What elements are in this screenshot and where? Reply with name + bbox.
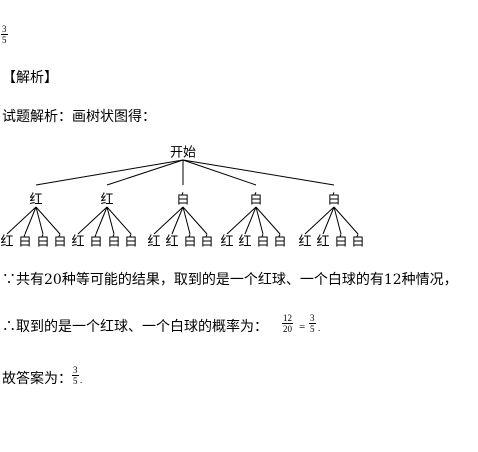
answer-label: 故答案为：: [2, 371, 72, 387]
tree-branch-label: 白: [327, 192, 340, 208]
tree-leaf-label: 红: [147, 234, 160, 250]
tree-edge-leaf: [226, 206, 257, 235]
answer-numerator: 3: [1, 24, 8, 35]
answer-denominator: 5: [2, 35, 7, 45]
tree-edge-leaf: [182, 206, 191, 235]
tree-edge-leaf: [106, 206, 115, 235]
tree-edge-leaf: [24, 206, 37, 235]
tree-leaf-label: 白: [273, 234, 286, 250]
tree-edge-leaf: [171, 206, 184, 235]
tree-diagram: 开始红红白白白红红白白白白红红白白白红红白白白红红白白: [0, 146, 364, 250]
fraction-1-denominator: 20: [283, 324, 292, 334]
tree-leaf-label: 红: [71, 234, 84, 250]
probability-fraction-1: 12 20: [282, 313, 293, 334]
tree-edge-leaf: [244, 206, 257, 235]
tree-edge-leaf: [153, 206, 184, 235]
tree-edge-leaf: [6, 206, 37, 235]
tree-leaf-label: 白: [256, 234, 269, 250]
tree-edge-leaf: [35, 206, 44, 235]
probability-fraction-2: 3 5: [309, 313, 316, 334]
tree-leaf-label: 红: [238, 234, 251, 250]
fraction-1-numerator: 12: [282, 313, 293, 324]
tree-leaf-label: 白: [200, 234, 213, 250]
tree-leaf-label: 白: [89, 234, 102, 250]
tree-edge-leaf: [333, 206, 342, 235]
fraction-2-denominator: 5: [310, 324, 315, 334]
line-answer: 故答案为： 3 5 .: [0, 362, 478, 396]
tree-leaf-label: 白: [124, 234, 137, 250]
tree-edge-leaf: [182, 206, 208, 235]
tree-branch-label: 红: [100, 192, 113, 208]
tree-edge-leaf: [77, 206, 108, 235]
tree-leaf-label: 红: [0, 234, 13, 250]
tree-edge-leaf: [304, 206, 335, 235]
tree-leaf-label: 白: [36, 234, 49, 250]
probability-text: ∴取到的是一个红球、一个白球的概率为：: [2, 319, 268, 335]
tree-leaf-label: 红: [165, 234, 178, 250]
final-answer-denominator: 5: [73, 376, 78, 386]
tree-edge-leaf: [95, 206, 108, 235]
tree-edge-leaf: [333, 206, 359, 235]
tree-edge-root-0: [35, 159, 184, 186]
line-total-outcomes: ∵共有20种等可能的结果，取到的是一个红球、一个白球的有12种情况，: [2, 272, 458, 288]
probability-period: .: [318, 323, 321, 333]
line-probability: ∴取到的是一个红球、一个白球的概率为： 12 20 = 3 5 .: [0, 310, 478, 344]
equals-sign: =: [299, 321, 306, 333]
tree-root-label: 开始: [170, 146, 196, 161]
tree-branch-label: 白: [249, 192, 262, 208]
tree-leaf-label: 白: [334, 234, 347, 250]
tree-edge-root-3: [182, 159, 257, 186]
tree-leaf-label: 红: [298, 234, 311, 250]
fraction-2-numerator: 3: [309, 313, 316, 324]
tree-edge-root-1: [106, 159, 184, 186]
tree-leaf-label: 白: [351, 234, 364, 250]
answer-period: .: [80, 375, 83, 385]
tree-edge-leaf: [255, 206, 281, 235]
tree-edge-root-4: [182, 159, 335, 186]
tree-leaf-label: 白: [183, 234, 196, 250]
tree-edge-leaf: [322, 206, 335, 235]
intro-text: 试题解析：画树状图得：: [2, 109, 156, 125]
tree-leaf-label: 白: [18, 234, 31, 250]
tree-branch-label: 红: [29, 192, 42, 208]
analysis-heading: 【解析】: [2, 70, 58, 86]
tree-leaf-label: 白: [107, 234, 120, 250]
tree-branch-label: 白: [176, 192, 189, 208]
tree-leaf-label: 白: [53, 234, 66, 250]
tree-edge-leaf: [106, 206, 132, 235]
tree-edge-leaf: [35, 206, 61, 235]
tree-leaf-label: 红: [220, 234, 233, 250]
final-answer-numerator: 3: [72, 365, 79, 376]
tree-leaf-label: 红: [316, 234, 329, 250]
answer-fraction: 3 5: [1, 24, 8, 45]
tree-edge-leaf: [255, 206, 264, 235]
final-answer-fraction: 3 5: [72, 365, 79, 386]
